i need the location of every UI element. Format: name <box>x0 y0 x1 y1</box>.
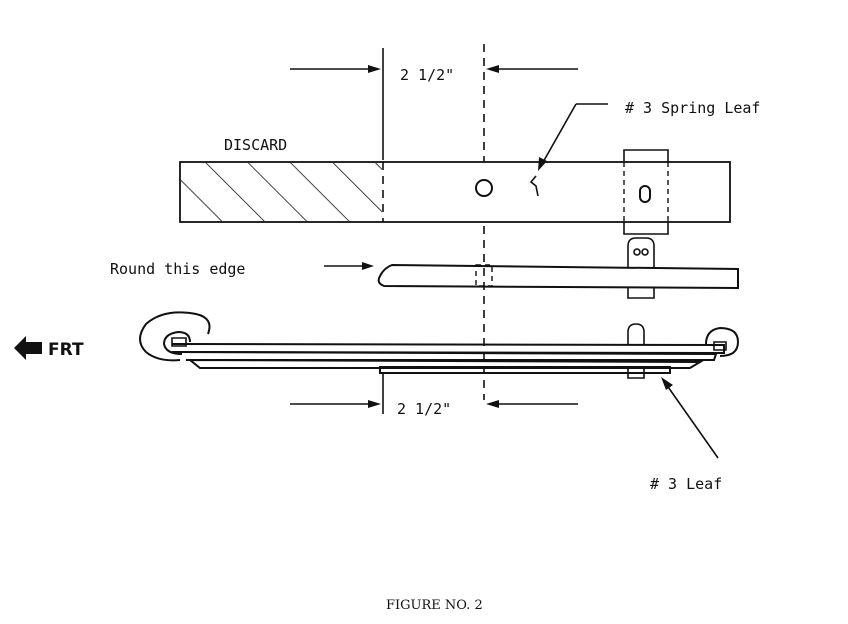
bottom-clip-top <box>627 323 645 344</box>
bottom-clip-bottom <box>627 368 645 379</box>
dim-top-label: 2 1/2" <box>400 66 454 84</box>
middle-clip-rivet-right <box>641 248 649 256</box>
front-eye-bushing <box>171 337 187 347</box>
main-leaf-2 <box>179 351 718 361</box>
discard-label: DISCARD <box>224 136 287 154</box>
top-dimension: 2 1/2" <box>290 48 578 160</box>
round-edge-label: Round this edge <box>110 260 245 278</box>
discard-hatched-region <box>181 163 382 221</box>
clip-band-bottom <box>623 222 669 235</box>
front-eye-outer <box>139 311 211 362</box>
figure-caption: FIGURE NO. 2 <box>386 598 483 613</box>
clip-slot <box>639 185 651 203</box>
front-arrow-icon <box>14 336 42 360</box>
center-bolt-hole <box>475 179 493 197</box>
dim-bottom-label: 2 1/2" <box>397 400 451 418</box>
clip-band-top <box>623 149 669 162</box>
rear-eye-bushing <box>713 341 727 351</box>
leaf-3-short <box>379 366 671 374</box>
front-indicator: FRT <box>14 336 84 360</box>
middle-leaf: Round this edge <box>110 237 739 299</box>
round-edge-arrowhead <box>362 262 374 270</box>
break-mark <box>529 175 539 197</box>
front-eye-inner <box>162 330 191 355</box>
dim-top-left-arrowhead <box>368 65 381 73</box>
leaf-label: # 3 Leaf <box>650 475 722 493</box>
spring-leaf-label: # 3 Spring Leaf <box>625 99 760 117</box>
dim-top-right-arrowhead <box>486 65 499 73</box>
dim-bottom-left-arrowhead <box>368 400 381 408</box>
main-leaf-3 <box>187 358 704 369</box>
middle-leaf-outline <box>377 263 739 290</box>
leaf-callout: # 3 Leaf <box>650 377 722 493</box>
bottom-dimension: 2 1/2" <box>290 372 578 418</box>
dim-bottom-right-arrowhead <box>486 400 499 408</box>
rear-eye-outer <box>705 326 740 357</box>
middle-leaf-center-hole <box>475 264 493 287</box>
spring-assembly <box>139 311 740 379</box>
front-label: FRT <box>48 340 84 360</box>
top-spring-leaf: DISCARD <box>179 136 731 235</box>
spring-leaf-leader-diagonal <box>541 103 577 165</box>
middle-clip-rivet-left <box>633 248 641 256</box>
leaf-leader <box>665 383 719 459</box>
middle-clip-top <box>627 237 655 267</box>
spring-leaf-callout: # 3 Spring Leaf <box>538 99 760 171</box>
spring-leaf-arrowhead <box>538 157 547 171</box>
leaf-arrowhead <box>661 377 673 390</box>
middle-clip-bottom <box>627 288 655 299</box>
